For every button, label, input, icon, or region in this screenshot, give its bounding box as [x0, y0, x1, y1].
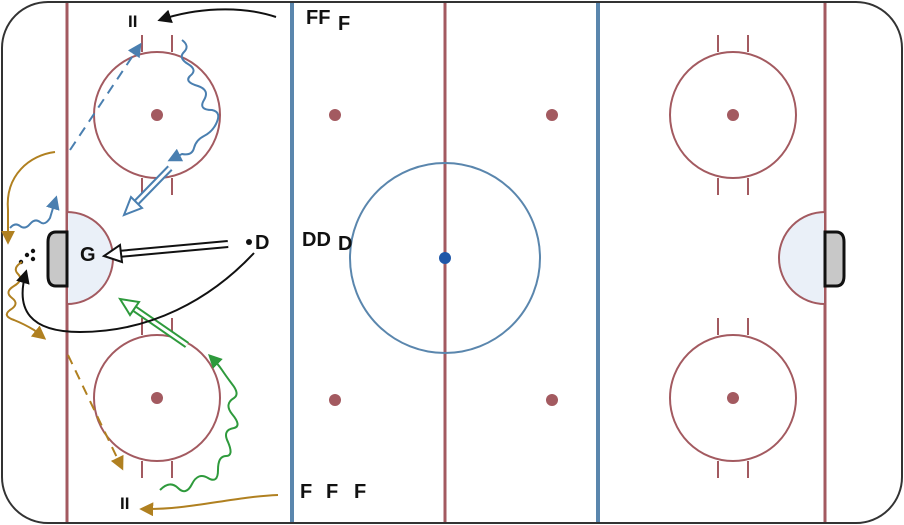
- gold-dashed-path: [67, 354, 124, 471]
- pylon-bottom-label: II: [120, 494, 129, 513]
- neutral-dot: [329, 394, 341, 406]
- center-faceoff-circle: [349, 162, 541, 354]
- green-wavy-path: [159, 354, 239, 493]
- pylon-top-label: II: [128, 12, 137, 31]
- blue-pass-double-arrow: [122, 165, 173, 217]
- left-goal-crease: [66, 210, 114, 306]
- black-skate-path: [16, 252, 255, 334]
- top-forward-label: F: [338, 13, 350, 35]
- defense-marker-dot: [246, 239, 252, 245]
- green-pass-double-arrow: [117, 297, 189, 348]
- gold-pass-arrow: [139, 494, 279, 517]
- blue-dashed-path: [69, 42, 142, 151]
- black-pass-double-arrow: [101, 240, 229, 264]
- neutral-dot: [546, 394, 558, 406]
- left-goal-net: [46, 230, 69, 288]
- bottom-forward-label: F: [354, 481, 366, 503]
- right-goal-net: [823, 230, 846, 288]
- defense-group-label: DD: [302, 229, 331, 251]
- blue-wavy-path: [167, 39, 220, 162]
- blue-skate-path: [9, 195, 60, 229]
- bottom-forward-label: F: [300, 481, 312, 503]
- defense-group-label: D: [338, 233, 352, 255]
- center-faceoff-dot: [439, 252, 451, 264]
- black-pass-arrow: [157, 8, 277, 23]
- right-bottom-faceoff-circle: [669, 318, 797, 478]
- defense-player-label: D: [255, 232, 269, 254]
- neutral-dot: [329, 109, 341, 121]
- right-goal-crease: [778, 210, 826, 306]
- right-top-faceoff-circle: [669, 35, 797, 195]
- goalie-label: G: [80, 244, 96, 266]
- top-forwards-label: FF: [306, 7, 330, 29]
- neutral-dot: [546, 109, 558, 121]
- gold-skate-path-top: [1, 151, 56, 245]
- bottom-forward-label: F: [326, 481, 338, 503]
